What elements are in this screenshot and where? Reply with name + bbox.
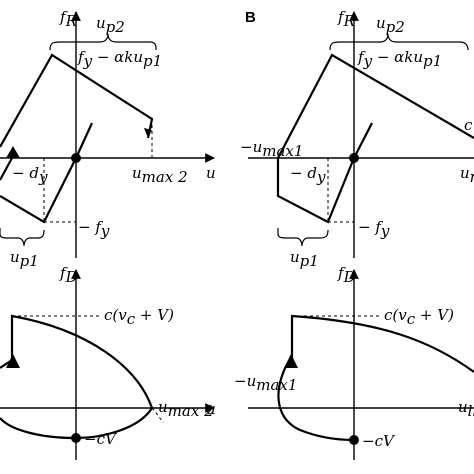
neg-cv-dot-b [349,435,359,445]
neg-dy-label-b: − dy [290,164,326,186]
damping-curve-a [0,314,154,440]
up2-label-a: up2 [96,14,125,36]
origin-dot-b [349,153,359,163]
neg-cv-label-a: −cV [84,430,118,448]
fy-alpha-label-a: fy − αkup1 [77,48,162,70]
triangle-marker-b-bottom [284,354,298,368]
lower-loop-a [0,122,94,224]
fR-label-a: fR [59,8,77,30]
force-loop-b [277,53,474,159]
neg-cv-label-b: −cV [362,432,396,450]
u-axis-label-a-bottom: u [206,400,216,418]
neg-fy-label-b: − fy [358,218,390,240]
lower-left-a [0,157,13,181]
fy-alpha-label-b: fy − αkup1 [357,48,442,70]
umax2-label-a: umax 2 [132,164,188,186]
neg-umax1-label-b-bottom: −umax1 [234,372,297,394]
brace-up1-a [0,228,45,247]
triangle-marker-a [6,146,20,158]
panel-b-label: B [245,9,256,26]
neg-fy-label-a: − fy [78,218,110,240]
triangle-marker-a-bottom [6,354,20,368]
damping-dash-tail-a [151,407,165,423]
u-partial-label-b: ur [460,164,474,186]
neg-umax1-label-b: −umax1 [240,138,303,160]
panel-a-bottom: fD u c(vc + V) −cV umax 2 [0,264,216,460]
arrow-tip-a [144,128,152,138]
fD-label-a: fD [59,264,78,286]
up2-label-b: up2 [376,14,405,36]
panel-b-bottom: fD c(vc + V) −cV −umax1 ull [234,264,474,460]
neg-cv-dot-a [71,433,81,443]
fD-label-b: fD [337,264,356,286]
c-label-b: c [464,116,473,134]
origin-dot-a [71,153,81,163]
umax2-label-a-bottom: umax 2 [158,398,214,420]
cvc-label-a: c(vc + V) [104,306,174,328]
up1-label-a: up1 [10,248,39,270]
damping-curve-b [277,314,474,442]
neg-dy-label-a: − dy [12,164,48,186]
fR-label-b: fR [337,8,355,30]
brace-up1-b [277,228,329,247]
up1-label-b: up1 [290,248,319,270]
force-loop-a [0,53,154,148]
brace-up2-a [49,33,157,51]
cvc-label-b: c(vc + V) [384,306,454,328]
u-axis-label-a: u [206,164,216,182]
panel-b-top: B fR up2 fy − αkup1 c −umax1 − dy − fy u… [240,8,474,270]
panel-a-top: fR u up2 fy − αkup1 − dy − fy umax 2 up1 [0,8,216,270]
brace-up2-b [329,33,469,51]
u-ll-label-b: ull [458,398,474,420]
